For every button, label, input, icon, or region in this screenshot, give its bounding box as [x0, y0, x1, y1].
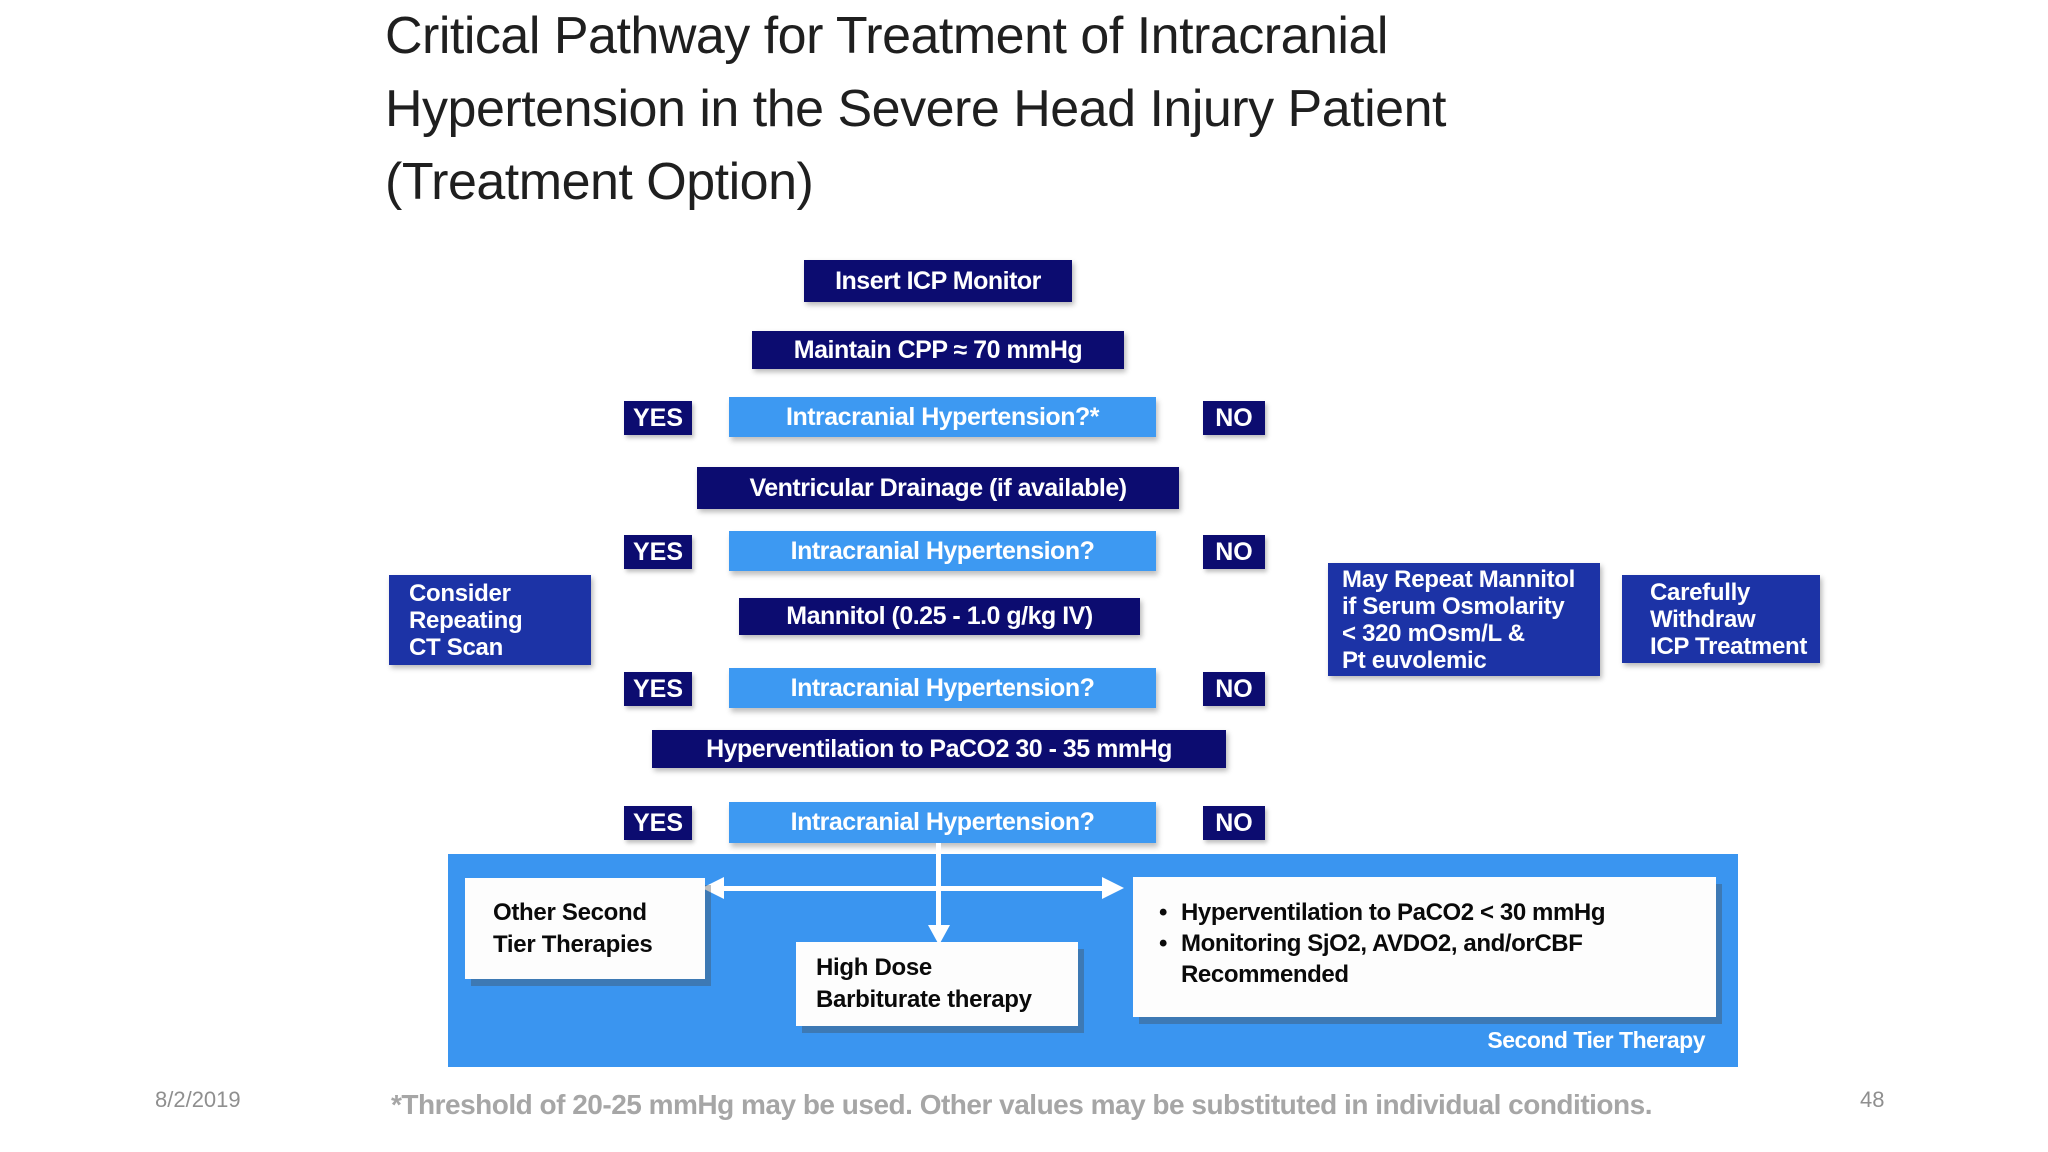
- yes-badge-row3: YES: [624, 672, 692, 706]
- slide-number: 48: [1860, 1087, 1885, 1112]
- slide-title: Critical Pathway for Treatment of Intrac…: [385, 0, 1635, 219]
- intracranial-hypertension-question-1: Intracranial Hypertension?*: [729, 397, 1156, 437]
- other-therapies-line-1: Other Second: [493, 898, 647, 926]
- recommendation-bullet-1-text: Hyperventilation to PaCO2 < 30 mmHg: [1181, 899, 1606, 926]
- slide-title-line-3: (Treatment Option): [385, 153, 814, 211]
- other-therapies-line-2: Tier Therapies: [493, 930, 653, 958]
- yes-badge-row1: YES: [624, 401, 692, 435]
- recommendations-card: Hyperventilation to PaCO2 < 30 mmHg Moni…: [1133, 877, 1716, 1017]
- no-badge-row4: NO: [1203, 806, 1265, 840]
- slide-title-line-2: Hypertension in the Severe Head Injury P…: [385, 80, 1446, 138]
- slide-title-line-1: Critical Pathway for Treatment of Intrac…: [385, 7, 1388, 65]
- no-badge-row3: NO: [1203, 672, 1265, 706]
- consider-repeating-ct-box: Consider Repeating CT Scan: [389, 575, 591, 665]
- no-badge-row2: NO: [1203, 535, 1265, 569]
- consider-ct-line-3: CT Scan: [409, 633, 503, 661]
- intracranial-hypertension-question-4: Intracranial Hypertension?: [729, 802, 1156, 843]
- horizontal-connector-line: [722, 886, 1102, 891]
- intracranial-hypertension-question-3: Intracranial Hypertension?: [729, 668, 1156, 708]
- second-tier-therapy-label: Second Tier Therapy: [1487, 1027, 1705, 1053]
- may-repeat-line-1: May Repeat Mannitol: [1342, 565, 1575, 593]
- threshold-footnote: *Threshold of 20-25 mmHg may be used. Ot…: [391, 1089, 1652, 1120]
- recommendation-bullet-2: Monitoring SjO2, AVDO2, and/orCBF Recomm…: [1145, 928, 1702, 990]
- carefully-line-3: ICP Treatment: [1650, 632, 1808, 660]
- other-second-tier-card: Other Second Tier Therapies: [465, 878, 705, 979]
- recommendation-bullet-1: Hyperventilation to PaCO2 < 30 mmHg: [1145, 897, 1702, 928]
- may-repeat-mannitol-box: May Repeat Mannitol if Serum Osmolarity …: [1328, 563, 1600, 676]
- insert-icp-monitor-box: Insert ICP Monitor: [804, 260, 1072, 302]
- recommendation-bullet-2-text: Monitoring SjO2, AVDO2, and/orCBF Recomm…: [1181, 930, 1583, 988]
- high-dose-line-2: Barbiturate therapy: [816, 986, 1032, 1013]
- may-repeat-line-3: < 320 mOsm/L &: [1342, 619, 1525, 647]
- carefully-line-2: Withdraw: [1650, 605, 1756, 633]
- right-arrowhead-icon: [1102, 877, 1124, 899]
- yes-badge-row4: YES: [624, 806, 692, 840]
- consider-ct-line-1: Consider: [409, 579, 511, 607]
- high-dose-barbiturate-card: High Dose Barbiturate therapy: [796, 942, 1078, 1026]
- may-repeat-line-4: Pt euvolemic: [1342, 646, 1487, 674]
- vertical-connector-line: [936, 843, 941, 927]
- carefully-line-1: Carefully: [1650, 578, 1751, 606]
- consider-ct-line-2: Repeating: [409, 606, 523, 634]
- yes-badge-row2: YES: [624, 535, 692, 569]
- down-arrowhead-icon: [928, 925, 950, 945]
- no-badge-row1: NO: [1203, 401, 1265, 435]
- hyperventilation-box: Hyperventilation to PaCO2 30 - 35 mmHg: [652, 730, 1226, 768]
- mannitol-box: Mannitol (0.25 - 1.0 g/kg IV): [739, 598, 1140, 635]
- slide-date: 8/2/2019: [155, 1087, 241, 1112]
- may-repeat-line-2: if Serum Osmolarity: [1342, 592, 1565, 620]
- high-dose-line-1: High Dose: [816, 954, 932, 981]
- left-arrowhead-icon: [702, 877, 724, 899]
- ventricular-drainage-box: Ventricular Drainage (if available): [697, 467, 1179, 509]
- maintain-cpp-box: Maintain CPP ≈ 70 mmHg: [752, 331, 1124, 369]
- intracranial-hypertension-question-2: Intracranial Hypertension?: [729, 531, 1156, 571]
- carefully-withdraw-box: Carefully Withdraw ICP Treatment: [1622, 575, 1820, 663]
